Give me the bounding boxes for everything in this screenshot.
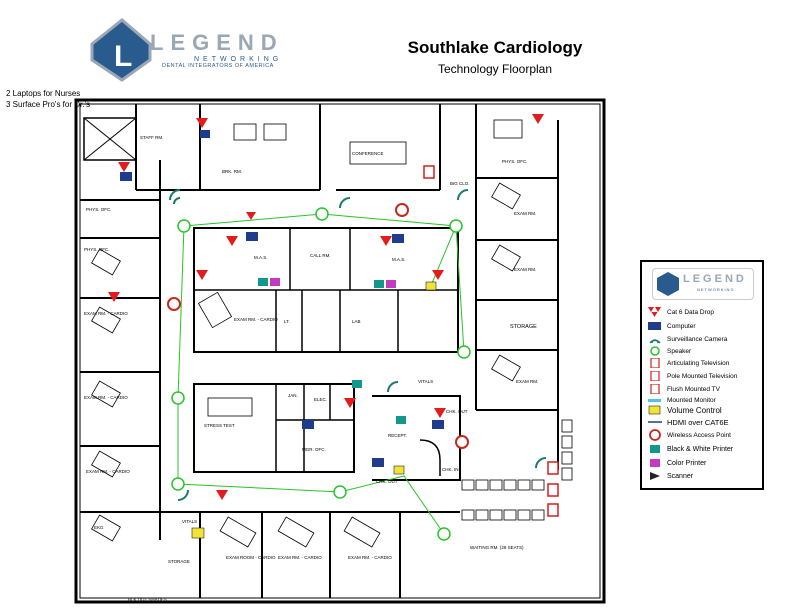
logo-tagline: DENTAL INTEGRATORS OF AMERICA	[162, 63, 274, 69]
computer-icons	[120, 130, 444, 467]
data-drop-icons	[108, 114, 544, 500]
bw-printer-icon	[650, 445, 660, 453]
room-label: BLK OUT SHADES	[128, 597, 167, 602]
logo-sub: NETWORKING	[194, 56, 283, 63]
room-label: CHK. IN	[442, 467, 459, 472]
legend-item: Surveillance Camera	[648, 333, 727, 345]
camera-icons	[169, 189, 547, 501]
room-label: CONFERENCE	[352, 151, 384, 156]
legend-item: Volume Control	[648, 404, 722, 416]
room-label: ELEC.	[314, 397, 328, 402]
room-label: PHYS. OFC.	[86, 207, 112, 212]
room-label: EXAM RM. - CARDIO	[234, 317, 278, 322]
room-label: STORAGE	[510, 324, 537, 330]
room-label: RECEPT.	[388, 433, 408, 438]
room-label: EXAM ROOM - CARDIO	[226, 555, 276, 560]
room-label: EXAM RM.	[516, 379, 539, 384]
wireless-access-point-icon	[649, 429, 661, 441]
legend-item: HDMI over CAT6E	[648, 416, 729, 428]
printer-icons	[258, 278, 406, 424]
speaker-wiring	[177, 213, 465, 535]
room-label: CHK. OUT	[446, 409, 468, 414]
room-label: CALL RM.	[310, 253, 331, 258]
volume-control-icon	[648, 405, 661, 415]
legend-item: Wireless Access Point	[648, 429, 731, 441]
room-label: LAB	[352, 319, 361, 324]
room-label: JAN.	[288, 393, 298, 398]
legend-logo-emblem	[657, 272, 679, 296]
legend-item: Color Printer	[648, 457, 706, 469]
legend-item: Cat 6 Data Drop	[648, 306, 714, 318]
room-label: LT.	[284, 319, 290, 324]
tv-icons	[423, 165, 559, 517]
legend-panel: LEGEND NETWORKING Cat 6 Data Drop Comput…	[640, 260, 764, 490]
room-label: EXAM RM. - CARDIO	[278, 555, 322, 560]
note-laptops: 2 Laptops for Nurses	[6, 89, 81, 98]
flush-mounted-tv-icon	[650, 384, 660, 394]
note-surface: 3 Surface Pro's for Dr.'s	[6, 100, 90, 109]
mounted-monitor-icon	[648, 399, 661, 402]
color-printer-icon	[270, 278, 396, 288]
color-printer-icon	[650, 459, 660, 467]
surveillance-camera-icon	[649, 339, 661, 344]
svg-text:L: L	[114, 40, 132, 73]
room-label: MGR. OFC.	[302, 447, 326, 452]
room-label: EXAM RM.	[514, 211, 537, 216]
hdmi-over-cat6e-icon	[648, 421, 662, 423]
room-label: WAITING RM. (28 SEATS)	[470, 545, 524, 550]
logo-brand: LEGEND	[150, 30, 284, 55]
room-label: VITALS	[418, 379, 434, 384]
articulating-tv-icon	[650, 358, 660, 368]
page-title: Southlake Cardiology	[407, 38, 583, 57]
legend-logo-brand: LEGEND	[683, 273, 747, 285]
legend-logo-emblem: L	[90, 18, 152, 82]
room-label: M.A.S.	[392, 257, 406, 262]
room-label: BIG CLO.	[450, 181, 470, 186]
room-label: EKG	[94, 525, 104, 530]
room-label: VITALS	[182, 519, 198, 524]
wireless-access-point-icons	[167, 203, 469, 449]
room-label: STORAGE	[168, 559, 190, 564]
room-label: STAFF RM.	[140, 135, 164, 140]
legend-item: Scanner	[648, 470, 693, 482]
legend-item: Speaker	[648, 345, 691, 357]
room-label: EXAM RM. - CARDIO	[84, 311, 128, 316]
room-label: EXAM RM.	[514, 267, 537, 272]
room-label: PHYS. OFC.	[502, 159, 528, 164]
pole-mounted-tv-icon	[650, 371, 660, 381]
volume-control-icons	[191, 281, 437, 539]
computer-icon	[648, 322, 661, 330]
room-label: PHYS. OFC.	[84, 247, 110, 252]
room-label: CHK. OUT	[376, 479, 398, 484]
legend-item: Pole Mounted Television	[648, 370, 737, 382]
legend-item: Black & White Printer	[648, 443, 733, 455]
room-label: STRESS TEST	[204, 423, 235, 428]
company-logo: LEGEND NETWORKING DENTAL INTEGRATORS OF …	[150, 30, 284, 69]
legend-item: Articulating Television	[648, 357, 729, 369]
speaker-icons	[171, 207, 471, 541]
room-label: BRK. RM.	[222, 169, 243, 174]
data-drop-icon	[648, 307, 661, 317]
page-subtitle: Technology Floorplan	[437, 62, 553, 76]
legend-item: Mounted Monitor	[648, 394, 716, 406]
legend-item: Computer	[648, 320, 696, 332]
room-label: EXAM RM. - CARDIO	[86, 469, 130, 474]
scanner-icon	[650, 472, 660, 480]
speaker-icon	[650, 346, 660, 356]
legend-logo: LEGEND NETWORKING	[652, 268, 754, 300]
room-label: M.A.S.	[254, 255, 268, 260]
room-label: EXAM RM. - CARDIO	[84, 395, 128, 400]
legend-item: Flush Mounted TV	[648, 383, 720, 395]
room-label: EXAM RM. - CARDIO	[348, 555, 392, 560]
legend-logo-sub: NETWORKING	[697, 287, 735, 292]
